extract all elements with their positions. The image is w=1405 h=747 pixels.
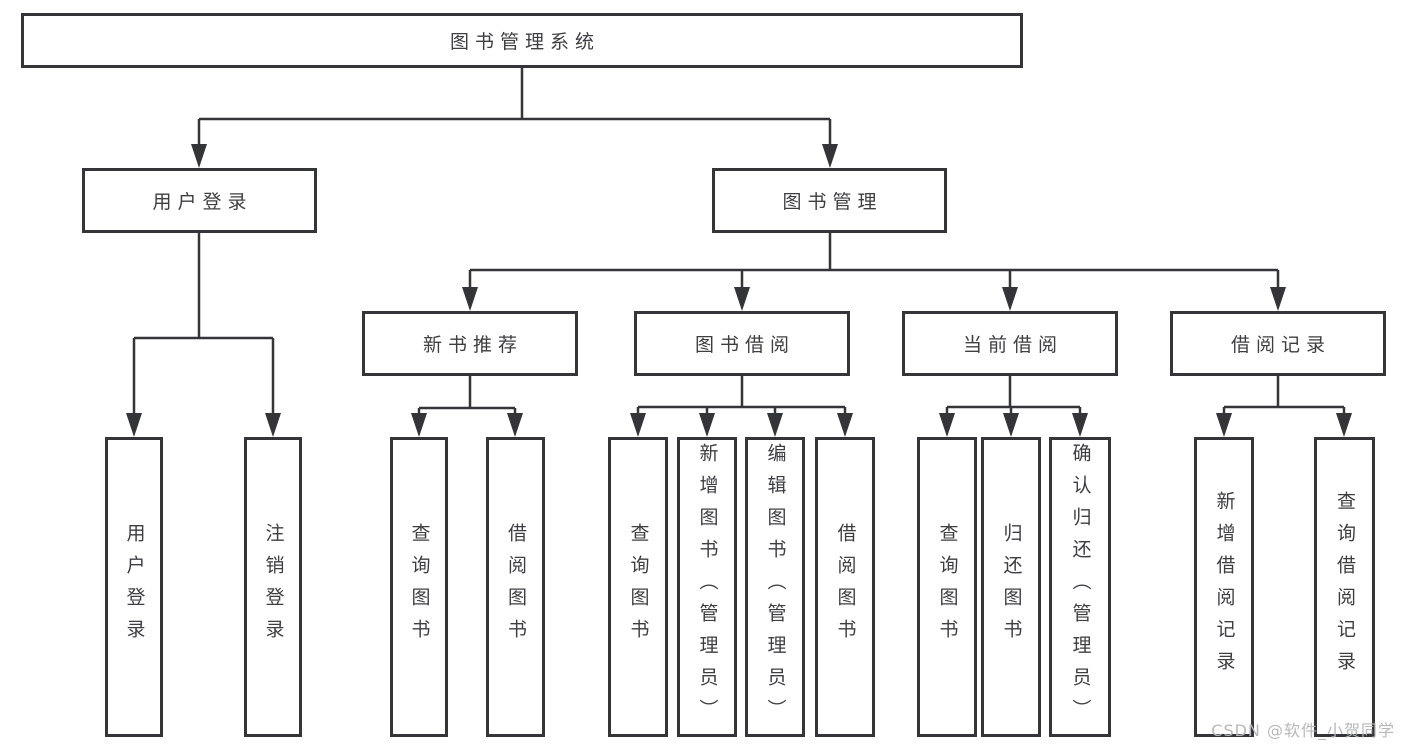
node-user-login: 用户登录 bbox=[82, 168, 317, 233]
node-current-borrowing: 当前借阅 bbox=[902, 311, 1118, 376]
node-leaf-query-borrow-record-label: 查询借阅记录 bbox=[1334, 491, 1356, 683]
node-leaf-user-login-label: 用户登录 bbox=[123, 523, 146, 651]
node-leaf-query-books-borrowing-label: 查询图书 bbox=[627, 523, 650, 651]
node-book-management: 图书管理 bbox=[712, 168, 947, 233]
node-leaf-confirm-return-admin: 确认归还（管理员） bbox=[1049, 437, 1111, 737]
node-leaf-borrow-books-label: 借阅图书 bbox=[834, 523, 857, 651]
node-leaf-user-login: 用户登录 bbox=[105, 437, 163, 737]
node-book-borrowing: 图书借阅 bbox=[634, 311, 850, 376]
node-leaf-query-books-recommend-label: 查询图书 bbox=[408, 523, 431, 651]
node-book-management-label: 图书管理 bbox=[782, 191, 883, 213]
node-book-borrowing-label: 图书借阅 bbox=[694, 334, 795, 356]
node-current-borrowing-label: 当前借阅 bbox=[962, 334, 1063, 356]
arrowhead-shapes bbox=[126, 144, 1352, 437]
node-leaf-edit-books-admin-label: 编辑图书（管理员） bbox=[764, 443, 787, 731]
node-leaf-query-books-current-label: 查询图书 bbox=[936, 523, 959, 651]
node-user-login-label: 用户登录 bbox=[152, 191, 253, 213]
node-leaf-query-borrow-record: 查询借阅记录 bbox=[1314, 437, 1375, 737]
node-leaf-borrow-books: 借阅图书 bbox=[815, 437, 875, 737]
node-leaf-return-books: 归还图书 bbox=[981, 437, 1041, 737]
node-leaf-confirm-return-admin-label: 确认归还（管理员） bbox=[1069, 443, 1092, 731]
node-leaf-query-books-borrowing: 查询图书 bbox=[608, 437, 668, 737]
node-leaf-borrow-books-recommend-label: 借阅图书 bbox=[505, 523, 527, 651]
node-leaf-add-borrow-record: 新增借阅记录 bbox=[1194, 437, 1254, 737]
node-leaf-edit-books-admin: 编辑图书（管理员） bbox=[745, 437, 805, 737]
node-leaf-logout: 注销登录 bbox=[244, 437, 302, 737]
node-leaf-logout-label: 注销登录 bbox=[262, 523, 285, 651]
node-new-book-recommendation-label: 新书推荐 bbox=[422, 334, 523, 356]
node-library-system: 图书管理系统 bbox=[21, 13, 1023, 68]
node-leaf-return-books-label: 归还图书 bbox=[1000, 523, 1023, 651]
node-leaf-query-books-recommend: 查询图书 bbox=[390, 437, 448, 737]
node-borrowing-records-label: 借阅记录 bbox=[1230, 334, 1331, 356]
node-leaf-add-books-admin: 新增图书（管理员） bbox=[677, 437, 737, 737]
csdn-watermark: CSDN @软件_小贺同学 bbox=[1211, 721, 1395, 740]
node-new-book-recommendation: 新书推荐 bbox=[362, 311, 578, 376]
node-library-system-label: 图书管理系统 bbox=[449, 31, 600, 53]
node-borrowing-records: 借阅记录 bbox=[1170, 311, 1386, 376]
node-leaf-query-books-current: 查询图书 bbox=[917, 437, 977, 737]
node-leaf-add-books-admin-label: 新增图书（管理员） bbox=[696, 443, 719, 731]
node-leaf-borrow-books-recommend: 借阅图书 bbox=[486, 437, 545, 737]
node-leaf-add-borrow-record-label: 新增借阅记录 bbox=[1213, 491, 1236, 683]
